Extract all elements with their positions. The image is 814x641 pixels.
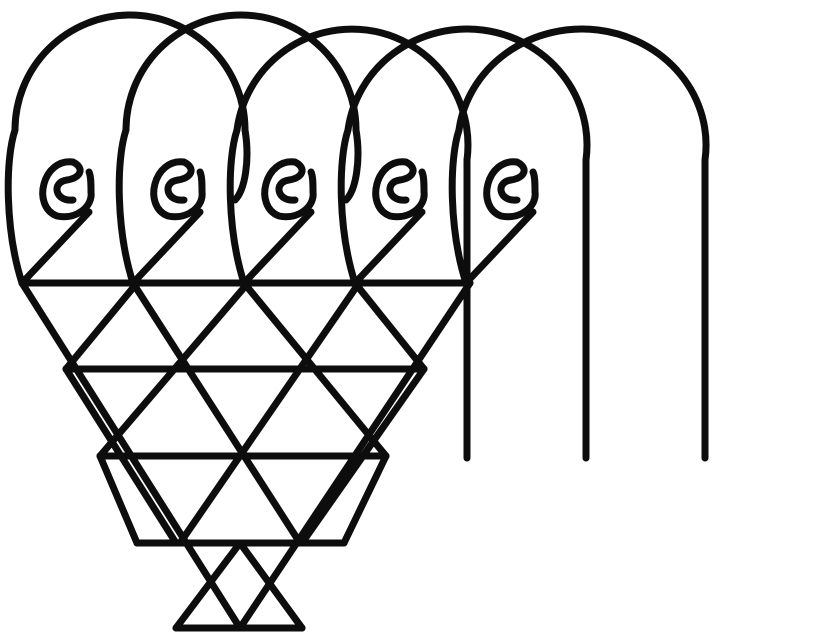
curl-5 xyxy=(487,162,535,217)
curl-4 xyxy=(376,162,424,217)
curl-stem-4 xyxy=(355,212,422,283)
overlapping-loops xyxy=(8,15,706,458)
loop-2 xyxy=(119,15,358,283)
lattice-diag-up-4 xyxy=(66,283,137,369)
lattice-diag-down-4 xyxy=(355,283,424,369)
curl-stem-3 xyxy=(244,212,311,283)
loop-1 xyxy=(8,15,247,283)
curl-stem-2 xyxy=(133,212,200,283)
curl-stem-1 xyxy=(22,212,89,283)
curl-1 xyxy=(43,162,91,217)
loop-5 xyxy=(452,29,706,458)
curl-2 xyxy=(154,162,202,217)
triangle-lattice xyxy=(22,283,470,628)
curl-stem-5 xyxy=(466,212,533,283)
curl-3 xyxy=(265,162,313,217)
